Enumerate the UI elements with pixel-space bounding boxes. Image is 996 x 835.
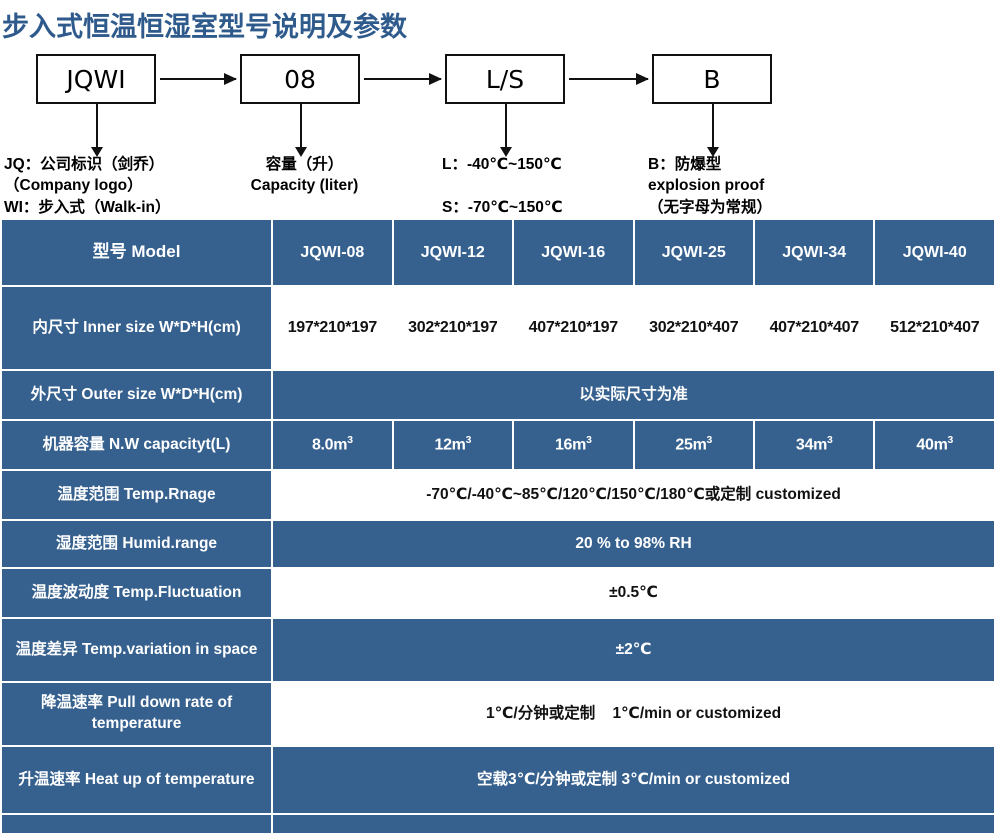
column-header-model-1: JQWI-08 xyxy=(273,220,392,285)
table-row: 温度差异 Temp.variation in space±2℃ xyxy=(2,619,994,681)
row-label: 升温速率 Heat up of temperature xyxy=(2,747,272,813)
table-cell-merged: 1℃/分钟或定制 1℃/min or customized xyxy=(273,683,994,745)
table-row: 外尺寸 Outer size W*D*H(cm)以实际尺寸为准 xyxy=(2,371,994,419)
row-label: 温度差异 Temp.variation in space xyxy=(2,619,272,681)
column-header-model-3: JQWI-16 xyxy=(514,220,633,285)
legend-jqwi: JQ：公司标识（剑乔） （Company logo） WI：步入式（Walk-i… xyxy=(4,156,171,216)
row-label xyxy=(2,815,272,833)
arrow-down-icon-2 xyxy=(295,104,307,157)
row-label: 湿度范围 Humid.range xyxy=(2,521,272,567)
row-label: 降温速率 Pull down rate of temperature xyxy=(2,683,272,745)
row-label: 温度波动度 Temp.Fluctuation xyxy=(2,569,272,617)
arrow-down-icon-4 xyxy=(707,104,719,157)
table-cell: 34m3 xyxy=(754,421,874,469)
column-header-model: 型号 Model xyxy=(2,220,272,285)
table-row xyxy=(2,815,994,833)
table-cell-merged: ±0.5℃ xyxy=(273,569,994,617)
table-cell-merged xyxy=(273,815,994,833)
table-cell-merged: -70℃/-40℃~85℃/120℃/150℃/180℃或定制 customiz… xyxy=(273,471,994,519)
table-cell: 25m3 xyxy=(634,421,753,469)
table-cell-merged: ±2℃ xyxy=(273,619,994,681)
column-header-model-5: JQWI-34 xyxy=(754,220,874,285)
arrow-right-icon-3 xyxy=(569,73,649,85)
arrow-right-icon-1 xyxy=(160,73,237,85)
table-cell: 12m3 xyxy=(393,421,513,469)
table-cell-merged: 以实际尺寸为准 xyxy=(273,371,994,419)
code-box-temp-range: L/S xyxy=(445,54,565,104)
code-box-jqwi: JQWI xyxy=(36,54,156,104)
arrow-right-icon-2 xyxy=(364,73,442,85)
row-label: 温度范围 Temp.Rnage xyxy=(2,471,272,519)
table-cell: 302*210*407 xyxy=(634,287,753,369)
table-cell: 40m3 xyxy=(875,421,994,469)
table-cell: 512*210*407 xyxy=(875,287,994,369)
table-cell: 302*210*197 xyxy=(393,287,513,369)
column-header-model-2: JQWI-12 xyxy=(393,220,513,285)
table-cell: 16m3 xyxy=(514,421,633,469)
table-cell-merged: 20 % to 98% RH xyxy=(273,521,994,567)
table-row: 温度波动度 Temp.Fluctuation±0.5℃ xyxy=(2,569,994,617)
row-label: 内尺寸 Inner size W*D*H(cm) xyxy=(2,287,272,369)
page-title: 步入式恒温恒湿室型号说明及参数 xyxy=(2,12,407,42)
legend-explosion-proof: B：防爆型 explosion proof （无字母为常规） xyxy=(648,156,773,216)
code-box-capacity: 08 xyxy=(240,54,360,104)
column-header-model-6: JQWI-40 xyxy=(875,220,994,285)
column-header-model-4: JQWI-25 xyxy=(634,220,753,285)
table-row: 温度范围 Temp.Rnage-70℃/-40℃~85℃/120℃/150℃/1… xyxy=(2,471,994,519)
arrow-down-icon-3 xyxy=(500,104,512,157)
row-label: 机器容量 N.W capacityt(L) xyxy=(2,421,272,469)
row-label: 外尺寸 Outer size W*D*H(cm) xyxy=(2,371,272,419)
table-cell: 197*210*197 xyxy=(273,287,392,369)
table-cell-merged: 空载3℃/分钟或定制 3℃/min or customized xyxy=(273,747,994,813)
legend-temp-range: L：-40℃~150℃ S：-70℃~150℃ xyxy=(442,156,563,216)
arrow-down-icon-1 xyxy=(91,104,103,157)
legend-capacity: 容量（升） Capacity (liter) xyxy=(250,156,359,195)
model-code-diagram: JQWI 08 L/S B JQ：公司标识（剑乔） （Company logo）… xyxy=(0,48,996,216)
table-cell: 407*210*197 xyxy=(514,287,633,369)
table-cell: 8.0m3 xyxy=(273,421,392,469)
code-box-explosion-proof: B xyxy=(652,54,772,104)
table-cell: 407*210*407 xyxy=(754,287,874,369)
